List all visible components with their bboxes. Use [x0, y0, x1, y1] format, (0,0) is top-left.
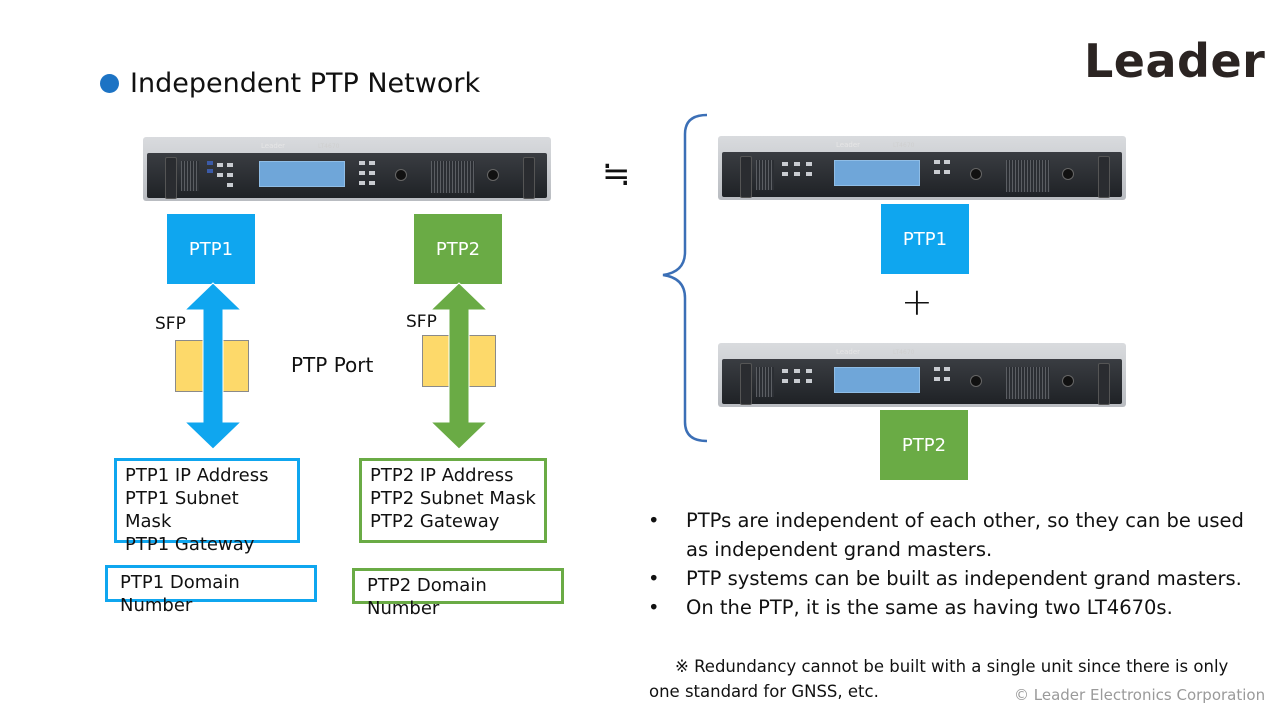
device-model-label: LT4670 — [893, 142, 915, 149]
bullet-list: • PTPs are independent of each other, so… — [648, 506, 1248, 622]
bullet-item: • PTP systems can be built as independen… — [648, 564, 1248, 593]
device-lt4670-left: Leader LT4670 — [143, 137, 551, 201]
right-ptp2-label: PTP2 — [901, 434, 947, 456]
ptp1-ip-address: PTP1 IP Address — [125, 465, 269, 486]
leader-logo: Leader — [1084, 34, 1266, 88]
right-ptp1-label: PTP1 — [902, 228, 948, 250]
ptp1-double-arrow — [183, 282, 243, 450]
ptp2-domain-box: PTP2 Domain Number — [352, 568, 564, 619]
title-bullet-icon — [100, 74, 119, 93]
right-ptp2-box: PTP2 — [880, 410, 968, 480]
bullet-text: PTP systems can be built as independent … — [686, 567, 1242, 590]
ptp1-gateway: PTP1 Gateway — [125, 534, 255, 555]
plus-symbol: + — [901, 280, 933, 324]
device-lt4670-right-top: Leader LT4670 — [718, 136, 1126, 200]
ptp2-gateway: PTP2 Gateway — [370, 511, 500, 532]
ptp2-box: PTP2 — [414, 214, 502, 284]
device-model-label: LT4670 — [893, 349, 915, 356]
ptp2-ip-address: PTP2 IP Address — [370, 465, 514, 486]
device-brand-label: Leader — [836, 141, 861, 149]
ptp2-info-box: PTP2 IP Address PTP2 Subnet Mask PTP2 Ga… — [359, 458, 547, 543]
bullet-item: • PTPs are independent of each other, so… — [648, 506, 1248, 564]
copyright-text: © Leader Electronics Corporation — [1014, 686, 1266, 704]
device-brand-label: Leader — [836, 348, 861, 356]
ptp-port-label: PTP Port — [291, 353, 374, 377]
sfp-label-right: SFP — [406, 312, 437, 332]
sfp-label-left: SFP — [155, 314, 186, 334]
ptp1-label: PTP1 — [188, 238, 234, 260]
ptp2-label: PTP2 — [435, 238, 481, 260]
redundancy-note: ※ Redundancy cannot be built with a sing… — [649, 657, 1229, 701]
device-lt4670-right-bottom: Leader LT4670 — [718, 343, 1126, 407]
bullet-text: PTPs are independent of each other, so t… — [686, 509, 1244, 561]
bullet-marker: • — [648, 509, 660, 532]
ptp1-box: PTP1 — [167, 214, 255, 284]
ptp2-double-arrow — [429, 282, 489, 450]
page-title: Independent PTP Network — [130, 68, 481, 99]
ptp1-subnet-mask: PTP1 Subnet Mask — [125, 488, 239, 532]
ptp1-domain-box: PTP1 Domain Number — [105, 565, 317, 616]
bullet-marker: • — [648, 596, 660, 619]
right-ptp1-box: PTP1 — [881, 204, 969, 274]
device-brand-label: Leader — [261, 142, 286, 150]
ptp1-domain-number: PTP1 Domain Number — [120, 572, 240, 616]
device-model-label: LT4670 — [318, 143, 340, 150]
ptp2-domain-number: PTP2 Domain Number — [367, 575, 487, 619]
ptp2-subnet-mask: PTP2 Subnet Mask — [370, 488, 536, 509]
approx-equal-symbol: ≒ — [602, 154, 631, 194]
curly-brace — [662, 113, 708, 443]
bullet-item: • On the PTP, it is the same as having t… — [648, 593, 1248, 622]
bullet-text: On the PTP, it is the same as having two… — [686, 596, 1173, 619]
ptp1-info-box: PTP1 IP Address PTP1 Subnet Mask PTP1 Ga… — [114, 458, 300, 555]
bullet-marker: • — [648, 567, 660, 590]
